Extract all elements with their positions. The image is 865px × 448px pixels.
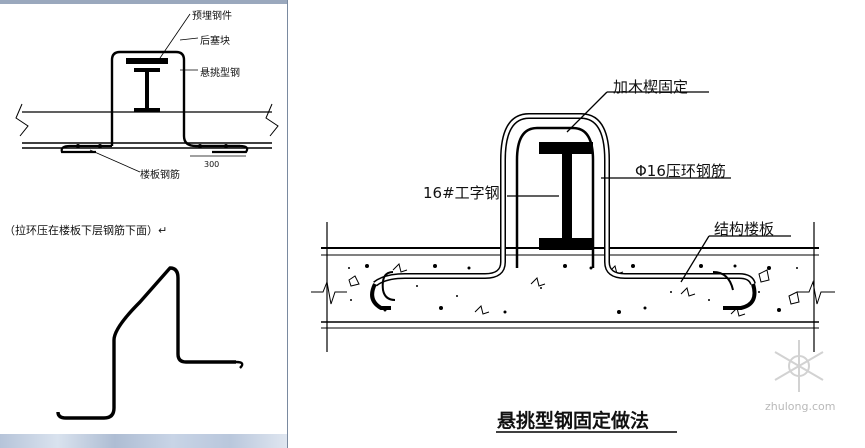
drawing-title: 悬挑型钢固定做法 bbox=[497, 410, 650, 432]
hook-left-inner bbox=[381, 271, 396, 301]
break-mark-left bbox=[311, 280, 347, 305]
left-detail-drawing bbox=[15, 13, 279, 420]
label-wood-wedge: 加木楔固定 bbox=[613, 78, 689, 96]
ring-hook-left bbox=[60, 144, 112, 154]
label-dimension: 300 bbox=[204, 160, 220, 169]
label-back-block: 后塞块 bbox=[200, 36, 230, 47]
watermark-logo-icon bbox=[774, 340, 824, 392]
u-ring-rebar bbox=[110, 50, 240, 148]
ibeam-web bbox=[145, 72, 149, 110]
ibeam-web bbox=[562, 154, 572, 244]
label-i-beam: 16#工字钢 bbox=[423, 184, 500, 202]
cantilever-fixing-drawing bbox=[311, 91, 835, 433]
label-steel-beam: 悬挑型钢 bbox=[200, 68, 240, 79]
label-rebar-ring: Φ16压环钢筋 bbox=[635, 162, 726, 180]
bottom-image-strip bbox=[0, 434, 287, 448]
ring-rebar-inner bbox=[374, 114, 755, 286]
break-mark-right bbox=[797, 280, 835, 305]
label-embedded-plate: 预埋钢件 bbox=[192, 11, 232, 22]
ibeam-bottom-flange bbox=[539, 238, 593, 250]
label-structural-slab: 结构楼板 bbox=[714, 220, 775, 238]
ring-hook-right bbox=[212, 144, 249, 154]
ibeam-top-flange bbox=[134, 68, 160, 72]
right-detail-panel: 加木楔固定 Φ16压环钢筋 16#工字钢 结构楼板 悬挑型钢固定做法 zhulo… bbox=[289, 0, 865, 448]
rebar-dots bbox=[76, 144, 228, 148]
label-floor-rebar: 楼板钢筋 bbox=[140, 170, 180, 181]
top-border-strip bbox=[0, 0, 287, 4]
z-hook-rebar bbox=[56, 266, 236, 420]
break-mark-left bbox=[15, 103, 29, 137]
ibeam-bottom-flange bbox=[134, 108, 160, 112]
leader-lines bbox=[507, 91, 791, 283]
leader-lines bbox=[89, 13, 199, 173]
caption-ring-note: （拉环压在楼板下层钢筋下面）↵ bbox=[4, 224, 168, 237]
hook-right-inner bbox=[712, 271, 734, 291]
ibeam-top-flange bbox=[539, 142, 593, 154]
left-detail-panel: 预埋钢件 后塞块 悬挑型钢 楼板钢筋 300 （拉环压在楼板下层钢筋下面）↵ bbox=[0, 0, 288, 448]
z-hook-end bbox=[235, 360, 244, 369]
hook-left bbox=[370, 283, 391, 310]
embedded-plate bbox=[126, 58, 168, 64]
hook-right bbox=[723, 283, 757, 310]
break-mark-right bbox=[265, 103, 279, 137]
watermark-text: zhulong.com bbox=[765, 400, 836, 413]
